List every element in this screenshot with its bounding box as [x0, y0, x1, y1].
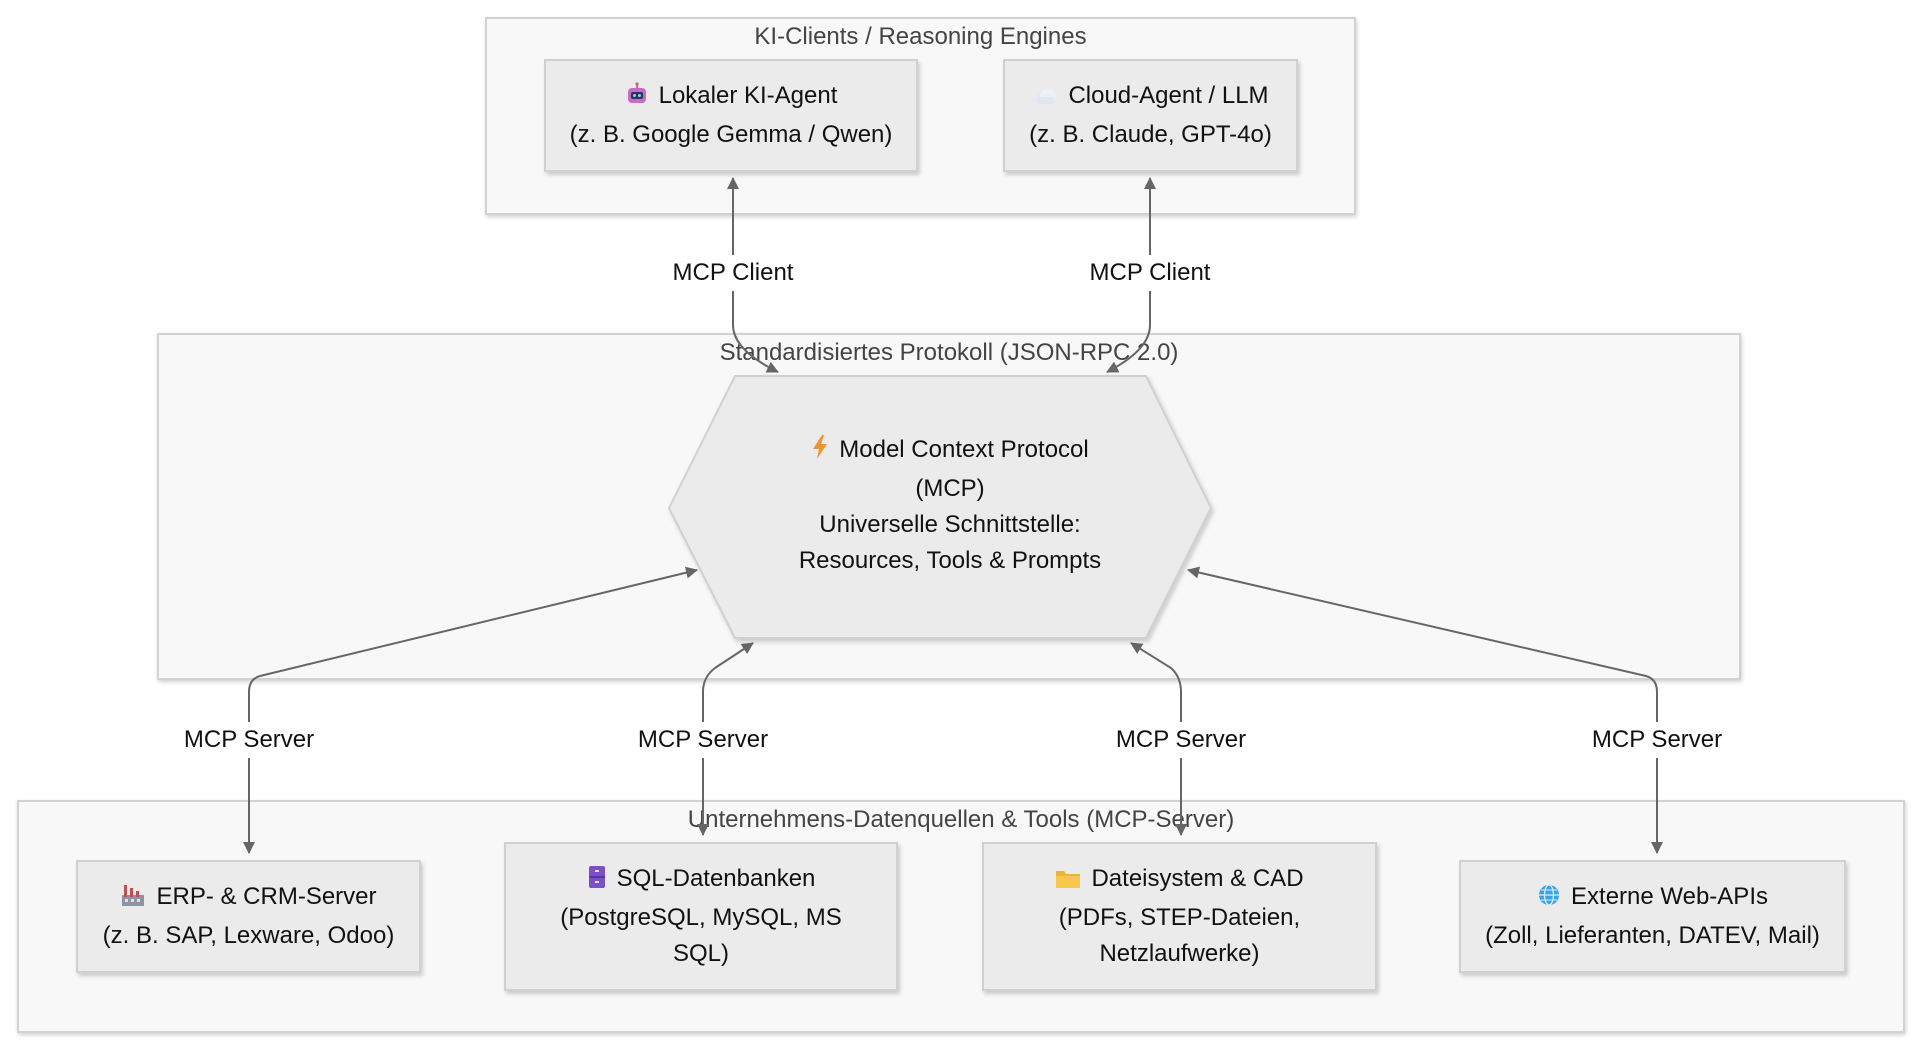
edge-label-local-client: MCP Client: [666, 255, 800, 291]
cluster-title-protocol: Standardisiertes Protokoll (JSON-RPC 2.0…: [719, 339, 1179, 366]
erp-title: ERP- & CRM-Server: [156, 883, 377, 910]
edge-label-cloud-client: MCP Client: [1083, 255, 1217, 291]
factory-icon: [120, 882, 146, 918]
mcp-node-desc: Universelle Schnittstelle:: [819, 511, 1081, 538]
local-agent-title: Lokaler KI-Agent: [658, 82, 838, 109]
file-cabinet-icon: [587, 864, 607, 900]
mcp-node[interactable]: Model Context Protocol (MCP) Universelle…: [700, 432, 1200, 579]
sql-title: SQL-Datenbanken: [616, 865, 816, 892]
mcp-node-features: Resources, Tools & Prompts: [798, 547, 1102, 574]
edge-mcp-sql: [697, 642, 754, 836]
node-web-apis[interactable]: Externe Web-APIs (Zoll, Lieferanten, DAT…: [1459, 860, 1846, 973]
edge-cloud-agent-mcp: [1106, 177, 1156, 373]
edge-mcp-web: [1187, 566, 1663, 854]
files-examples-1: (PDFs, STEP-Dateien,: [1058, 904, 1301, 931]
mcp-node-title: Model Context Protocol: [839, 436, 1089, 463]
files-title: Dateisystem & CAD: [1091, 865, 1304, 892]
mcp-node-abbrev: (MCP): [915, 475, 985, 502]
folder-icon: [1055, 864, 1081, 900]
edge-mcp-files: [1130, 642, 1187, 836]
sql-examples-2: SQL): [672, 940, 729, 967]
node-local-agent[interactable]: Lokaler KI-Agent (z. B. Google Gemma / Q…: [544, 59, 918, 172]
cluster-title-ki-clients: KI-Clients / Reasoning Engines: [754, 23, 1087, 50]
node-sql-databases[interactable]: SQL-Datenbanken (PostgreSQL, MySQL, MS S…: [504, 842, 898, 991]
erp-examples: (z. B. SAP, Lexware, Odoo): [102, 922, 395, 949]
cloud-agent-examples: (z. B. Claude, GPT-4o): [1029, 121, 1272, 148]
sql-examples-1: (PostgreSQL, MySQL, MS: [560, 904, 842, 931]
files-examples-2: Netzlaufwerke): [1099, 940, 1260, 967]
edge-label-sql-server: MCP Server: [631, 722, 775, 758]
node-filesystem-cad[interactable]: Dateisystem & CAD (PDFs, STEP-Dateien, N…: [982, 842, 1377, 991]
robot-icon: [625, 81, 649, 117]
cloud-agent-title: Cloud-Agent / LLM: [1068, 82, 1269, 109]
cloud-icon: [1032, 81, 1058, 117]
edge-label-web-server: MCP Server: [1585, 722, 1729, 758]
edge-mcp-erp: [243, 566, 698, 854]
web-title: Externe Web-APIs: [1571, 883, 1768, 910]
web-examples: (Zoll, Lieferanten, DATEV, Mail): [1485, 922, 1820, 949]
node-erp-crm[interactable]: ERP- & CRM-Server (z. B. SAP, Lexware, O…: [76, 860, 421, 973]
globe-icon: [1537, 882, 1561, 918]
node-cloud-agent[interactable]: Cloud-Agent / LLM (z. B. Claude, GPT-4o): [1003, 59, 1298, 172]
edge-label-erp-server: MCP Server: [177, 722, 321, 758]
edge-local-agent-mcp: [727, 177, 779, 373]
local-agent-examples: (z. B. Google Gemma / Qwen): [569, 121, 893, 148]
edge-label-files-server: MCP Server: [1109, 722, 1253, 758]
lightning-icon: [811, 434, 829, 471]
